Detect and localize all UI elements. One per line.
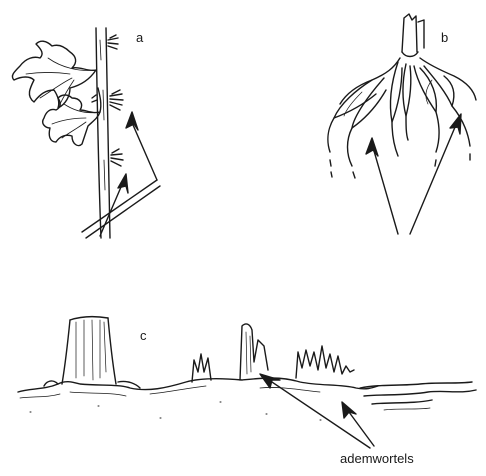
panel-a-vine — [12, 28, 160, 238]
panel-b-tuber-plant — [328, 14, 476, 234]
panel-c-ground-roots — [18, 317, 476, 448]
arrow-shaft-a-2 — [86, 186, 160, 238]
panel-label-b: b — [441, 31, 448, 44]
ground-line — [18, 378, 378, 392]
panel-label-a: a — [136, 31, 143, 44]
soil-speckles — [30, 402, 321, 420]
caption-ademwortels: ademwortels — [340, 452, 414, 465]
lower-leaf — [43, 95, 100, 146]
tree-trunk — [62, 318, 116, 384]
panel-label-c: c — [140, 329, 147, 342]
upper-leaf — [12, 41, 96, 108]
